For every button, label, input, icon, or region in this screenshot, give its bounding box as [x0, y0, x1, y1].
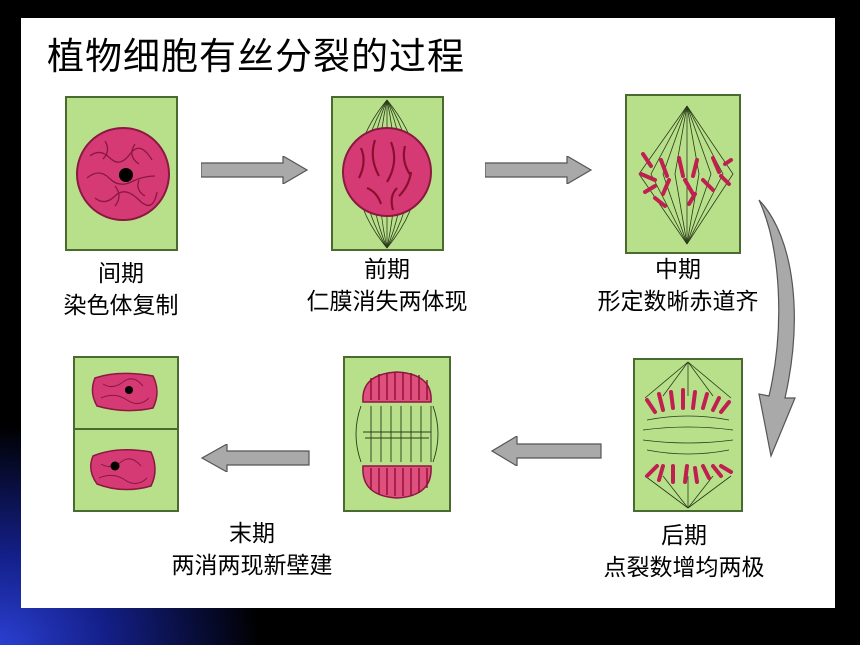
arrow-left-2-icon	[201, 444, 310, 472]
stage-label-anaphase: 后期 点裂数增均两极	[577, 520, 791, 584]
stage-name: 后期	[661, 523, 707, 549]
daughter-cells	[73, 356, 179, 512]
arrow-right-2-icon	[485, 156, 593, 184]
metaphase-cell	[625, 94, 741, 254]
slide: 植物细胞有丝分裂的过程	[21, 18, 835, 608]
stage-desc: 点裂数增均两极	[603, 555, 765, 581]
prophase-cell	[331, 96, 444, 251]
stage-desc: 仁膜消失两体现	[306, 289, 468, 315]
stage-name: 间期	[98, 261, 144, 287]
curved-arrow-down-icon	[758, 199, 796, 458]
stage-desc: 染色体复制	[63, 293, 179, 319]
stage-label-prophase: 前期 仁膜消失两体现	[287, 254, 487, 318]
stage-label-metaphase: 中期 形定数晰赤道齐	[573, 254, 783, 318]
telophase-cell	[343, 356, 451, 512]
stage-label-telophase: 末期 两消两现新壁建	[147, 518, 357, 582]
anaphase-cell	[633, 358, 743, 512]
stage-desc: 两消两现新壁建	[171, 553, 333, 579]
page-title: 植物细胞有丝分裂的过程	[47, 35, 465, 78]
stage-label-interphase: 间期 染色体复制	[31, 258, 211, 322]
arrow-left-1-icon	[491, 436, 602, 466]
stage-name: 末期	[229, 521, 275, 547]
stage-desc: 形定数晰赤道齐	[597, 289, 759, 315]
arrow-right-1-icon	[201, 156, 309, 184]
stage-name: 中期	[655, 257, 701, 283]
interphase-cell	[65, 96, 178, 251]
stage-name: 前期	[364, 257, 410, 283]
